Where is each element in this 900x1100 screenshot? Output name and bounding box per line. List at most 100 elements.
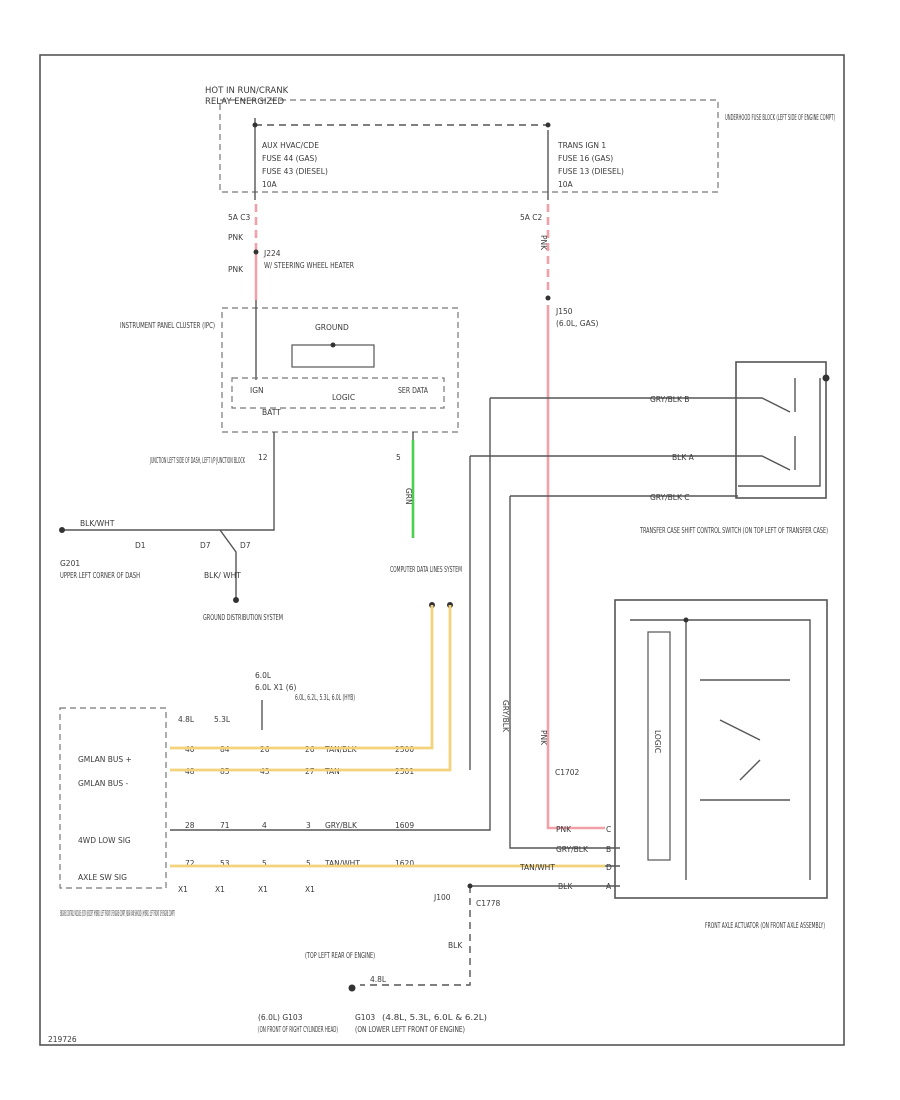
right-fuse-line-0: TRANS IGN 1 [557,141,606,150]
ecm-row-label: 4WD LOW SIG [78,836,131,845]
ts-wire-label-1: BLK A [672,453,695,462]
ecm-row-label: GMLAN BUS + [78,755,132,764]
g201-note: UPPER LEFT CORNER OF DASH [60,571,140,580]
ground-dist-label: GROUND DISTRIBUTION SYSTEM [203,613,283,622]
ecm-row-code: 1609 [395,821,414,830]
ts-wire-label-0: GRY/BLK B [650,395,689,404]
ecm-row-pin: 48 [185,767,195,776]
actuator-stubs [605,847,620,887]
ecm-row-pin: 53 [220,859,230,868]
ecm-row-2: 4WD LOW SIG 28 71 4 3 GRY/BLK 1609 [78,821,414,845]
ecm-col-1: 5.3L [214,715,231,724]
ecm-row-label: AXLE SW SIG [78,873,127,882]
ecm-row-pin: 5 [262,859,267,868]
left-fuse: AUX HVAC/CDE FUSE 44 (GAS) FUSE 43 (DIES… [262,141,328,189]
left-fuse-line-3: 10A [262,180,278,189]
bus-dot-right [545,122,551,128]
actuator-dot [683,617,689,623]
g-right-desc: (ON LOWER LEFT FRONT OF ENGINE) [355,1025,465,1034]
page-code: 219726 [48,1035,77,1044]
gmlan-minus-wire [170,605,452,772]
fuse-block-title: UNDERHOOD FUSE BLOCK (LEFT SIDE OF ENGIN… [725,113,835,122]
junction-pin-1: D7 [200,541,211,550]
ecm-row-pin: 4 [262,821,267,830]
ecm-row-pin: 3 [306,821,311,830]
ts-ground-dot [822,374,830,382]
actuator-title: FRONT AXLE ACTUATOR (ON FRONT AXLE ASSEM… [705,921,825,930]
left-fuse-pin: 5A C3 [228,213,251,222]
ecm-row-pin: 85 [220,767,230,776]
bottom-blk: BLK [448,941,463,950]
act-pin-1: B [606,845,611,854]
ecm-row-wire: GRY/BLK [325,821,358,830]
ecm-conn-3: X1 [305,885,315,894]
act-wire-pink: PNK [556,825,572,834]
fuse-block-relay-label: RELAY ENERGIZED [205,97,285,107]
right-pink-wire-b [546,305,605,830]
ipc-logic-label: LOGIC [332,393,355,402]
j224-note: W/ STEERING WHEEL HEATER [264,261,354,270]
j150-note: (6.0L, GAS) [556,319,599,328]
ecm-row-3: AXLE SW SIG 72 53 5 5 TAN/WHT 1620 [78,859,414,882]
ts-wire-label-2: GRY/BLK C [650,493,690,502]
diagram-frame [39,54,845,1046]
ipc-pin-5: 5 [396,453,401,462]
transfer-switch-box [735,361,827,499]
ipc-ground-wire [200,432,275,531]
ecm-col-0: 4.8L [178,715,195,724]
j150-dot [545,295,551,301]
right-fuse-line-2: FUSE 13 (DIESEL) [558,167,624,176]
left-pnk-label-2: PNK [228,265,244,274]
j224-dot [253,249,259,255]
right-pnk-label: PNK [539,235,548,251]
g201-label: G201 [60,559,80,568]
junction-pin-2: D7 [240,541,251,550]
junction-title: JUNCTION LEFT SIDE OF DASH, LEFT I/P JUN… [150,456,246,465]
actuator-logic-box [647,631,671,861]
act-wire-tanwht: TAN/WHT [519,863,555,872]
left-fuse-line-2: FUSE 43 (DIESEL) [262,167,328,176]
right-fuse-line-3: 10A [558,180,574,189]
bottom-ground-wire [360,886,471,986]
junction-end-dot [59,527,65,533]
fuse-block-hot-label: HOT IN RUN/CRANK [205,86,289,96]
right-fuse: TRANS IGN 1 FUSE 16 (GAS) FUSE 13 (DIESE… [557,141,624,189]
actuator-conn: C1702 [555,768,580,777]
ecm-title: ENGINE CONTROL MODULE (ECM) (EXCEPT HYBR… [60,909,175,918]
junction-wire-label: BLK/WHT [80,519,115,528]
left-pnk-label-1: PNK [228,233,244,242]
g-right-note: (4.8L, 5.3L, 6.0L & 6.2L) [382,1013,487,1022]
gmlan-plus-wire [170,605,434,750]
fuse-risers [254,118,549,200]
ecm-conn-1: X1 [215,885,225,894]
computer-data-title: COMPUTER DATA LINES SYSTEM [390,565,462,574]
bottom-top-left: (TOP LEFT REAR OF ENGINE) [305,951,375,960]
act-wire-label-0: PNK [539,730,548,746]
ser-data-wire-label: GRN [404,488,413,505]
act-pin-2: D [606,863,612,872]
ipc-title: INSTRUMENT PANEL CLUSTER (IPC) [120,321,215,330]
blk-wht-label: BLK/ WHT [204,571,241,580]
ecm-row-pin: 71 [220,821,230,830]
ecm-row-pin: 40 [185,745,195,754]
right-fuse-line-1: FUSE 16 (GAS) [558,154,613,163]
ground-drop-dot [233,597,239,603]
g-left-desc: (ON FRONT OF RIGHT CYLINDER HEAD) [258,1025,338,1034]
ecm-row-pin: 72 [185,859,195,868]
g-right-label: G103 [355,1013,375,1022]
fuse-block-box [219,99,719,193]
ecm-row-pin: 5 [306,859,311,868]
ecm-row-label: GMLAN BUS - [78,779,129,788]
ecm-col-3: 6.0L, 6.2L, 5.3L, 6.0L (HYB) [295,693,355,702]
act-pin-3: A [606,882,612,891]
ground-drop-wire [219,529,237,600]
ecm-row-0: GMLAN BUS + 40 84 26 26 TAN/BLK 2500 [78,745,414,764]
wire-4wd-low [170,398,491,831]
ecm-row-pin: 26 [260,745,270,754]
left-fuse-line-1: FUSE 44 (GAS) [262,154,317,163]
ecm-row-wire: TAN/BLK [324,745,358,754]
ipc-ser-data-label: SER DATA [398,386,429,395]
ipc-logic-box [231,377,445,409]
ecm-conn-0: X1 [178,885,188,894]
